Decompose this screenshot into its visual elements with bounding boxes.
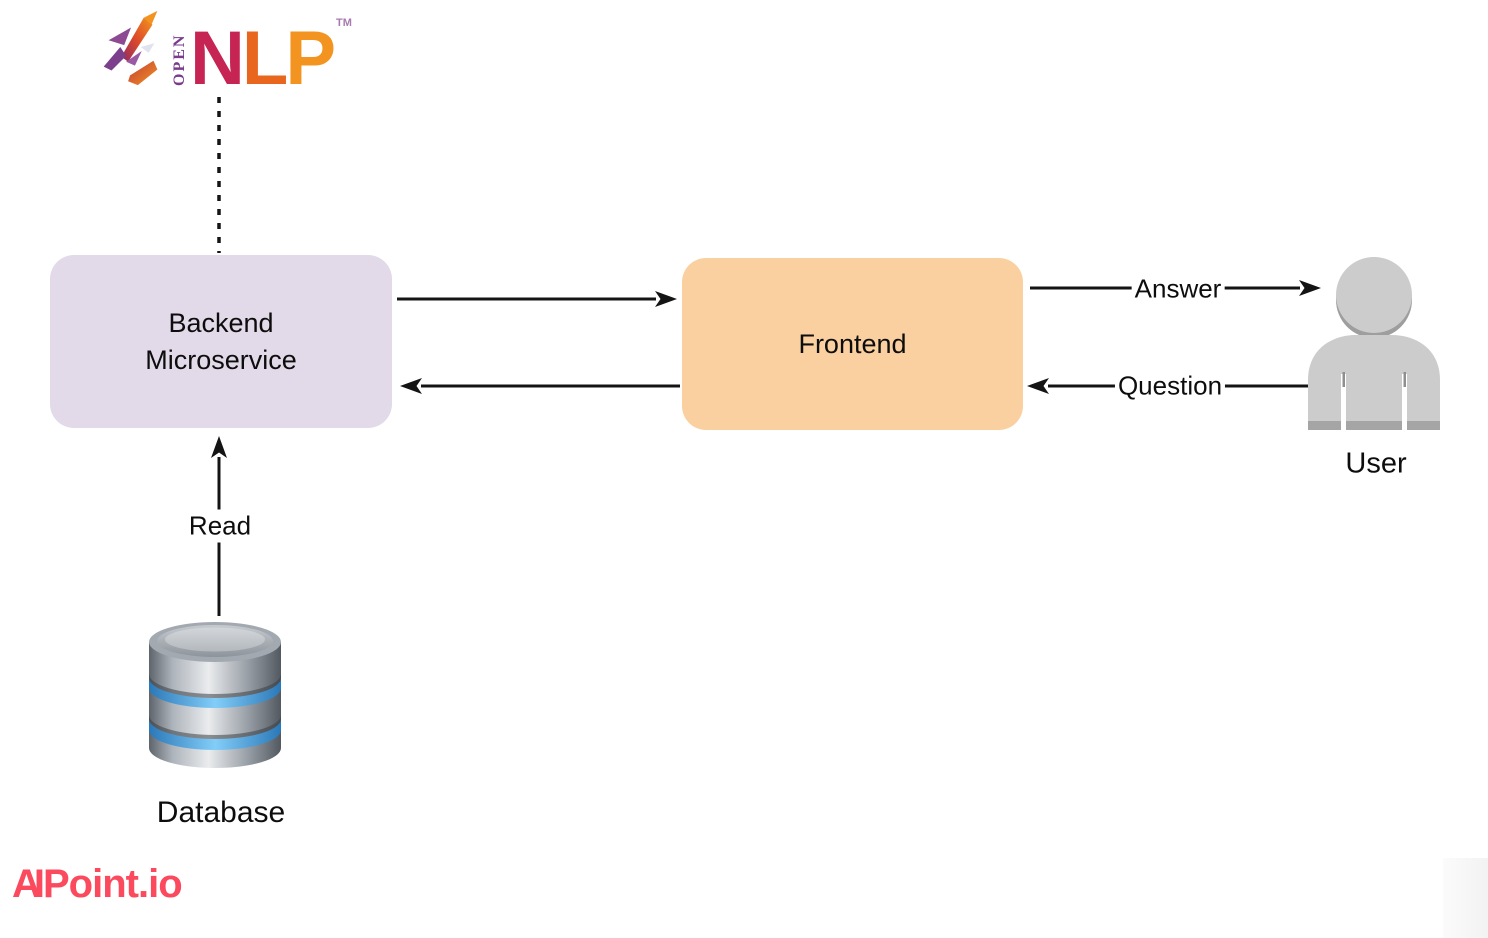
trademark-symbol: TM bbox=[336, 16, 352, 29]
database-icon bbox=[149, 622, 281, 768]
database-label: Database bbox=[156, 796, 286, 829]
node-frontend: Frontend bbox=[682, 258, 1023, 430]
answer-edge-label: Answer bbox=[1131, 272, 1225, 306]
backend-label: Backend Microservice bbox=[145, 308, 297, 375]
aipoint-logo-prefix: AI bbox=[12, 862, 45, 906]
opennlp-letter-p: P bbox=[285, 15, 336, 101]
opennlp-letter-n: N bbox=[190, 15, 245, 101]
opennlp-letter-l: L bbox=[241, 15, 288, 101]
node-backend-microservice: Backend Microservice bbox=[50, 255, 392, 428]
frontend-label: Frontend bbox=[798, 328, 907, 359]
aipoint-logo-suffix: Point.io bbox=[43, 862, 183, 906]
read-edge-label: Read bbox=[185, 509, 255, 543]
opennlp-bird-icon bbox=[103, 10, 158, 86]
page-edge-shade bbox=[1443, 858, 1488, 938]
user-label: User bbox=[1345, 447, 1407, 480]
user-icon bbox=[1308, 257, 1440, 430]
question-edge-label: Question bbox=[1114, 369, 1226, 403]
